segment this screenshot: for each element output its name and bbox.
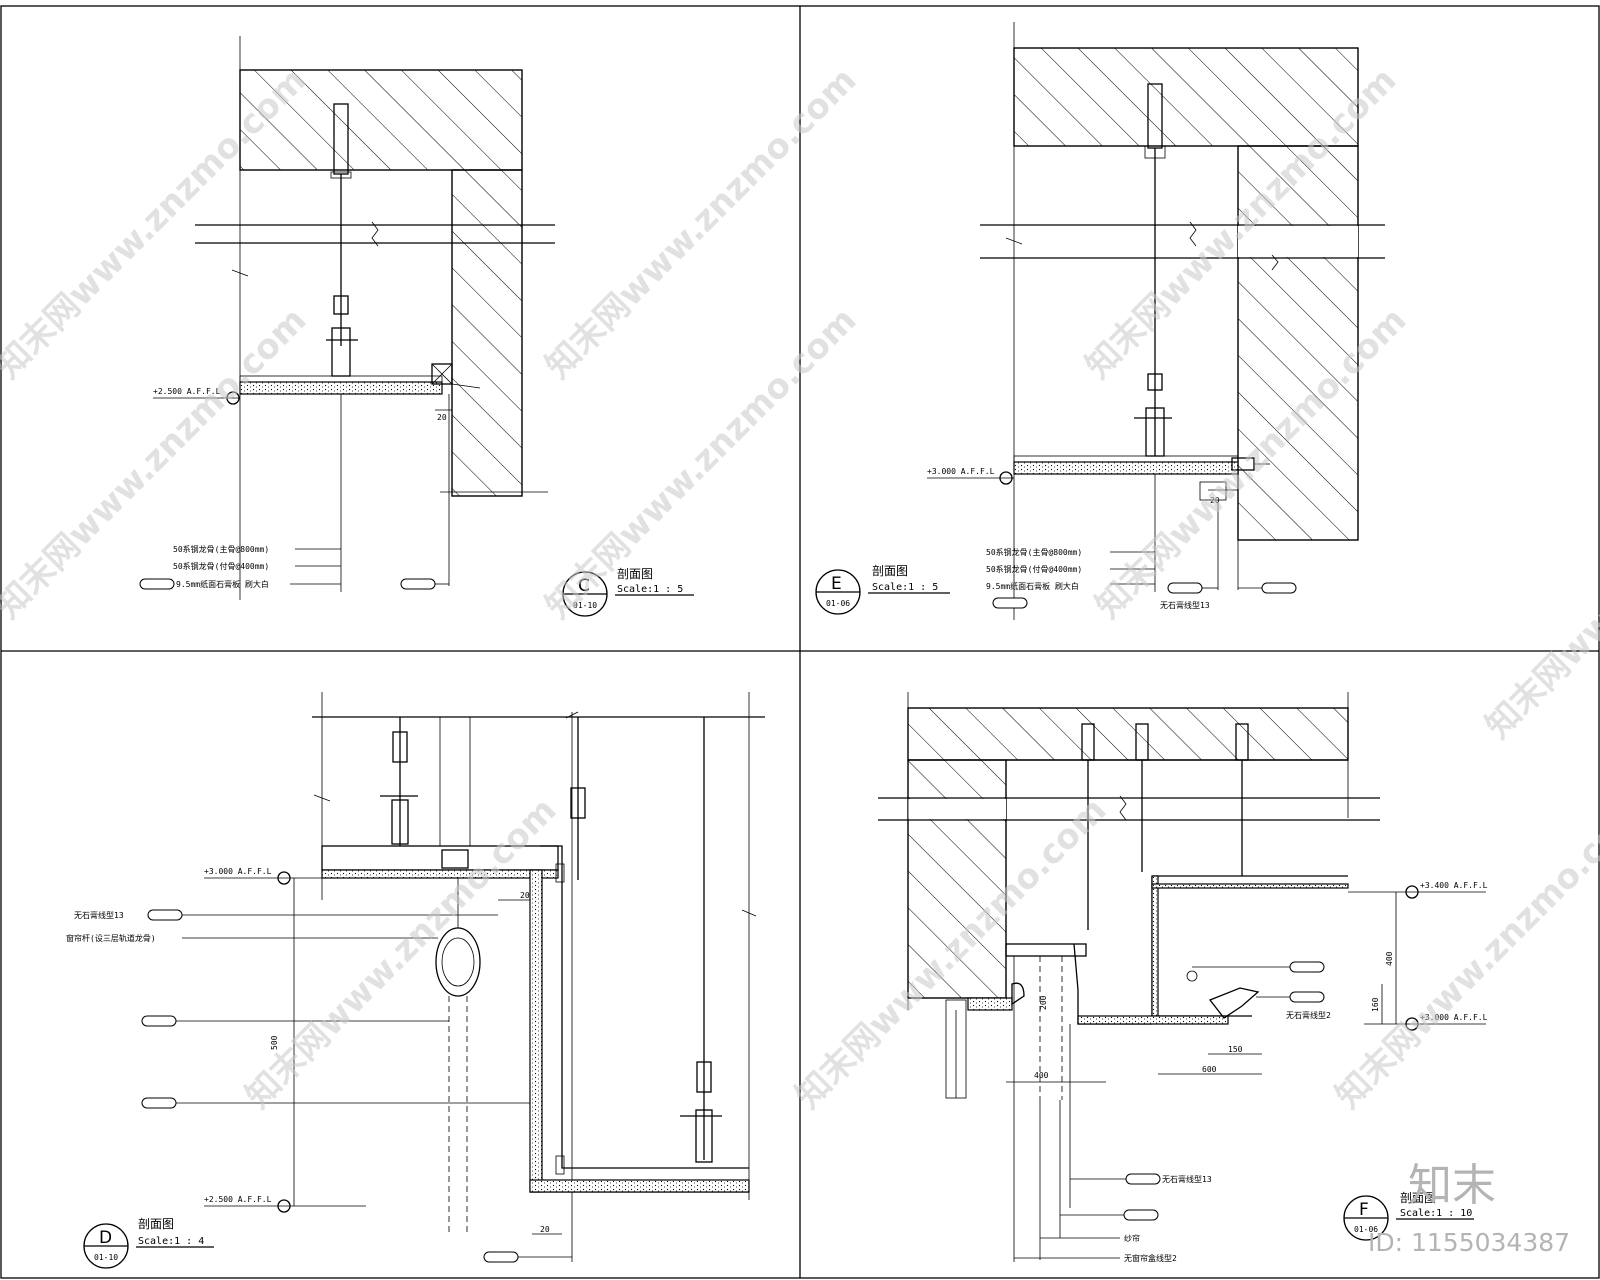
material-tag [1289,991,1325,1003]
panel-e-section: 20 +3.000 A.F.F.L 50系钢龙骨(主骨@800mm) 50系钢龙… [815,22,1385,620]
svg-text:F: F [1359,1200,1369,1220]
note-c-3: 9.5mm纸面石膏板 刷大白 [176,579,269,589]
level-label-f-1: +3.400 A.F.F.L [1420,881,1488,890]
light-box [441,849,469,869]
material-tag [483,1251,519,1263]
concrete-slab [1013,47,1359,147]
svg-text:剖面图: 剖面图 [138,1217,174,1231]
gypsum-board [1013,461,1239,475]
section-symbol-f: F 01-06 剖面图 Scale:1 : 10 [1343,1191,1474,1241]
note-f-2: 无石膏线型13 [1162,1174,1212,1184]
material-tag [141,1015,177,1027]
svg-text:E: E [831,574,842,594]
note-f-3: 纱帘 [1124,1233,1140,1243]
panel-c-section: 20 +2.500 A.F.F.L 50系钢龙骨(主骨@800mm) 50系钢龙… [139,36,694,617]
hanger [696,1061,712,1093]
level-label-f-2: +3.000 A.F.F.L [1420,1013,1488,1022]
svg-text:Scale:1 : 5: Scale:1 : 5 [617,584,683,595]
note-f-4: 无窗帘盒线型2 [1124,1253,1177,1263]
sheet-frame [0,5,1600,1279]
corner-profile [431,363,453,385]
concrete-slab [907,707,1349,761]
brand-id: ID: 1155034387 [1368,1228,1570,1257]
dim-f-1: 400 [1385,951,1394,966]
curtain-track [1005,943,1087,957]
material-tag [992,597,1028,609]
svg-text:Scale:1 : 10: Scale:1 : 10 [1400,1208,1472,1219]
note-f-1: 无石膏线型2 [1286,1010,1331,1020]
svg-text:D: D [99,1228,112,1248]
main-runner [695,1109,713,1163]
note-c-2: 50系钢龙骨(付骨@400mm) [173,561,269,571]
svg-text:知末网www.znzmo.com: 知末网www.znzmo.com [1478,420,1600,746]
concrete-wall [451,169,523,497]
material-tag [1125,1173,1161,1185]
gypsum-board [239,381,443,395]
svg-text:01-06: 01-06 [1354,1225,1378,1234]
level-label-d-1: +3.000 A.F.F.L [204,867,272,876]
material-tag [1167,582,1203,594]
level-label-d-2: +2.500 A.F.F.L [204,1195,272,1204]
svg-text:剖面图: 剖面图 [617,567,653,581]
dim-d-3: 20 [540,1225,550,1234]
hanger [392,731,408,763]
dim-e: 20 [1210,496,1220,505]
concrete-wall [1237,145,1359,541]
material-tag [147,909,183,921]
material-tag [1261,582,1297,594]
hanger [333,295,349,315]
dim-f-6: 400 [1034,1071,1049,1080]
material-tag [400,578,436,590]
note-e-1: 50系钢龙骨(主骨@800mm) [986,547,1082,557]
crown-molding [1208,987,1260,1019]
note-e-4: 无石膏线型13 [1160,600,1210,610]
material-tag [1289,961,1325,973]
section-symbol-c: C 01-10 剖面图 Scale:1 : 5 [562,567,694,617]
main-runner [391,799,409,845]
panel-d-section: +3.000 A.F.F.L +2.500 A.F.F.L 500 20 20 … [66,692,765,1269]
concrete-slab [239,69,523,171]
hanger [1147,373,1163,391]
dim-d-2: 20 [520,891,530,900]
material-tag [141,1097,177,1109]
note-e-3: 9.5mm纸面石膏板 刷大白 [986,581,1079,591]
note-c-1: 50系钢龙骨(主骨@800mm) [173,544,269,554]
svg-text:01-06: 01-06 [826,599,850,608]
panel-f-section: 400 200 +3.400 A.F.F.L +3.000 A.F.F.L 40… [878,692,1488,1263]
section-symbol-d: D 01-10 剖面图 Scale:1 : 4 [83,1217,214,1269]
note-d-2: 窗帘杆(设三层轨道龙骨) [66,933,156,943]
material-tag [139,578,175,590]
brand-logo: 知末 [1408,1160,1496,1211]
note-e-2: 50系钢龙骨(付骨@400mm) [986,564,1082,574]
brand-mark: 知末 ID: 1155034387 [1368,1160,1570,1257]
dim-f-5: 200 [1039,995,1048,1010]
svg-text:知末网www.znzmo.com: 知末网www.znzmo.com [1328,790,1600,1116]
dim-f-4: 600 [1202,1065,1217,1074]
note-d-1: 无石膏线型13 [74,910,124,920]
section-symbol-e: E 01-06 剖面图 Scale:1 : 5 [815,564,950,615]
svg-text:Scale:1 : 4: Scale:1 : 4 [138,1236,204,1247]
dim-f-2: 160 [1371,997,1380,1012]
level-label-c: +2.500 A.F.F.L [153,387,221,396]
dim-c: 20 [437,413,447,422]
svg-text:剖面图: 剖面图 [872,564,908,578]
svg-text:01-10: 01-10 [94,1253,118,1262]
material-tag [1123,1209,1159,1221]
level-label-e: +3.000 A.F.F.L [927,467,995,476]
svg-text:知末网www.znzmo.com: 知末网www.znzmo.com [238,790,564,1116]
svg-text:剖面图: 剖面图 [1400,1191,1436,1205]
dim-d-1: 500 [270,1035,279,1050]
gypsum-board [321,869,559,879]
dim-f-3: 150 [1228,1045,1243,1054]
svg-text:01-10: 01-10 [573,601,597,610]
svg-text:C: C [578,576,590,596]
svg-text:Scale:1 : 5: Scale:1 : 5 [872,582,938,593]
hanger [570,787,586,819]
